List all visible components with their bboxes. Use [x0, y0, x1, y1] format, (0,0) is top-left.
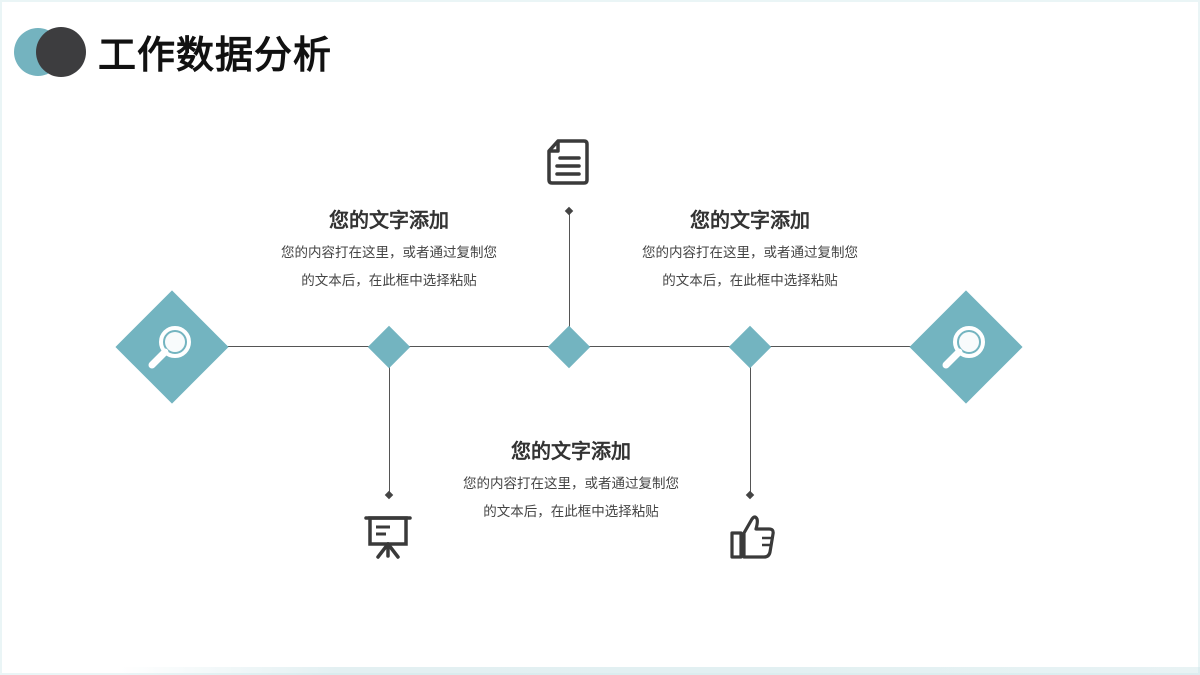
magnifier-icon: [942, 326, 985, 369]
text-block-3: 您的文字添加 您的内容打在这里，或者通过复制您 的文本后，在此框中选择粘贴: [441, 438, 701, 526]
page-title: 工作数据分析: [98, 33, 333, 77]
connector-top: [569, 212, 570, 346]
connector-bottom-right: [750, 347, 751, 495]
logo-dark-circle: [36, 27, 86, 77]
text-block-line: 您的内容打在这里，或者通过复制您: [642, 245, 858, 261]
connector-dot-bottom-right: [745, 490, 755, 500]
thumbs-up-icon: [730, 515, 775, 559]
text-block-1: 您的文字添加 您的内容打在这里，或者通过复制您 的文本后，在此框中选择粘贴: [259, 207, 519, 295]
connector-bottom-left: [389, 347, 390, 495]
text-block-line: 您的内容打在这里，或者通过复制您: [463, 476, 679, 492]
text-block-line: 的文本后，在此框中选择粘贴: [662, 273, 838, 289]
text-block-line: 您的内容打在这里，或者通过复制您: [281, 245, 497, 261]
document-icon: [547, 139, 589, 185]
connector-dot-bottom-left: [384, 490, 394, 500]
presentation-board-icon: [364, 516, 412, 559]
timeline-node-diamond-1: [367, 325, 411, 369]
text-block-2: 您的文字添加 您的内容打在这里，或者通过复制您 的文本后，在此框中选择粘贴: [620, 207, 880, 295]
bottom-decoration: [120, 667, 1200, 675]
magnifier-icon: [148, 326, 191, 369]
text-block-heading: 您的文字添加: [690, 208, 810, 232]
connector-dot-top: [564, 206, 574, 216]
logo-circles: [14, 27, 88, 77]
text-block-heading: 您的文字添加: [329, 208, 449, 232]
text-block-line: 的文本后，在此框中选择粘贴: [483, 504, 659, 520]
timeline-node-diamond-2: [547, 325, 591, 369]
text-block-heading: 您的文字添加: [511, 439, 631, 463]
timeline-node-diamond-3: [728, 325, 772, 369]
text-block-line: 的文本后，在此框中选择粘贴: [301, 273, 477, 289]
